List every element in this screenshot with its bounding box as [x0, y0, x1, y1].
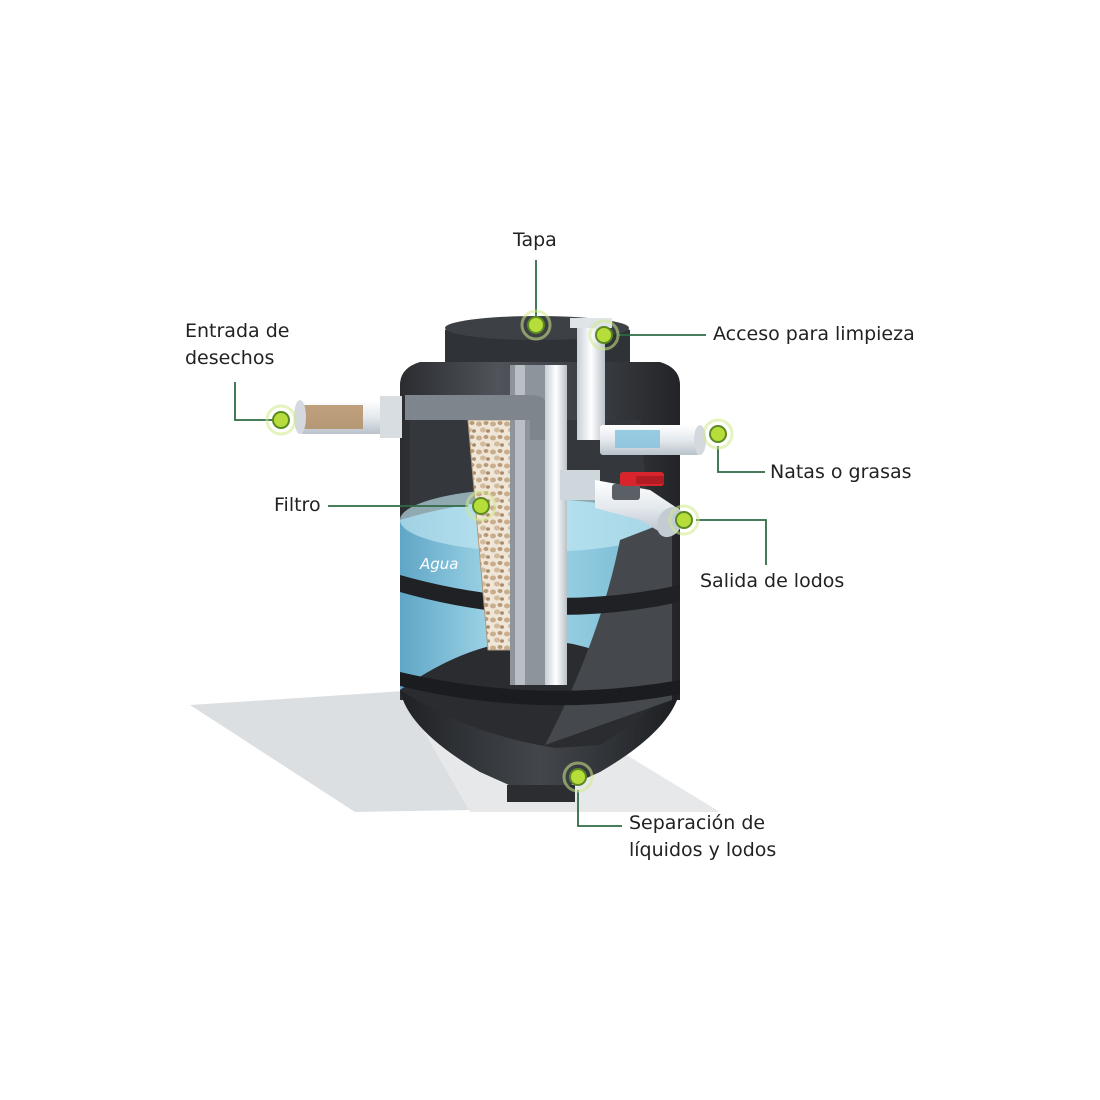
leader-natas	[717, 446, 765, 473]
label-natas: Natas o grasas	[770, 461, 912, 483]
marker-tapa-icon	[520, 309, 552, 341]
label-separacion-line1: Separación de	[629, 812, 766, 834]
label-separacion-line2: líquidos y lodos	[629, 839, 777, 861]
label-entrada-line1: Entrada de	[185, 320, 290, 342]
callout-markers	[265, 309, 734, 793]
leader-separacion	[577, 790, 622, 827]
leader-entrada	[234, 382, 275, 421]
label-filtro: Filtro	[274, 494, 321, 516]
label-entrada: Entrada de desechos	[185, 318, 289, 372]
label-entrada-line2: desechos	[185, 347, 275, 369]
leader-lines	[234, 260, 767, 827]
marker-natas-icon	[702, 418, 734, 450]
marker-acceso-icon	[588, 319, 620, 351]
marker-filtro-icon	[465, 490, 497, 522]
label-tapa: Tapa	[513, 229, 557, 251]
marker-entrada-icon	[265, 404, 297, 436]
water-label: Agua	[419, 555, 458, 573]
label-separacion: Separación de líquidos y lodos	[629, 810, 776, 864]
label-acceso: Acceso para limpieza	[713, 323, 915, 345]
label-salida: Salida de lodos	[700, 570, 845, 592]
marker-separacion-icon	[562, 761, 594, 793]
external-pipes	[294, 396, 706, 538]
marker-salida-icon	[668, 504, 700, 536]
leader-salida	[696, 519, 767, 565]
